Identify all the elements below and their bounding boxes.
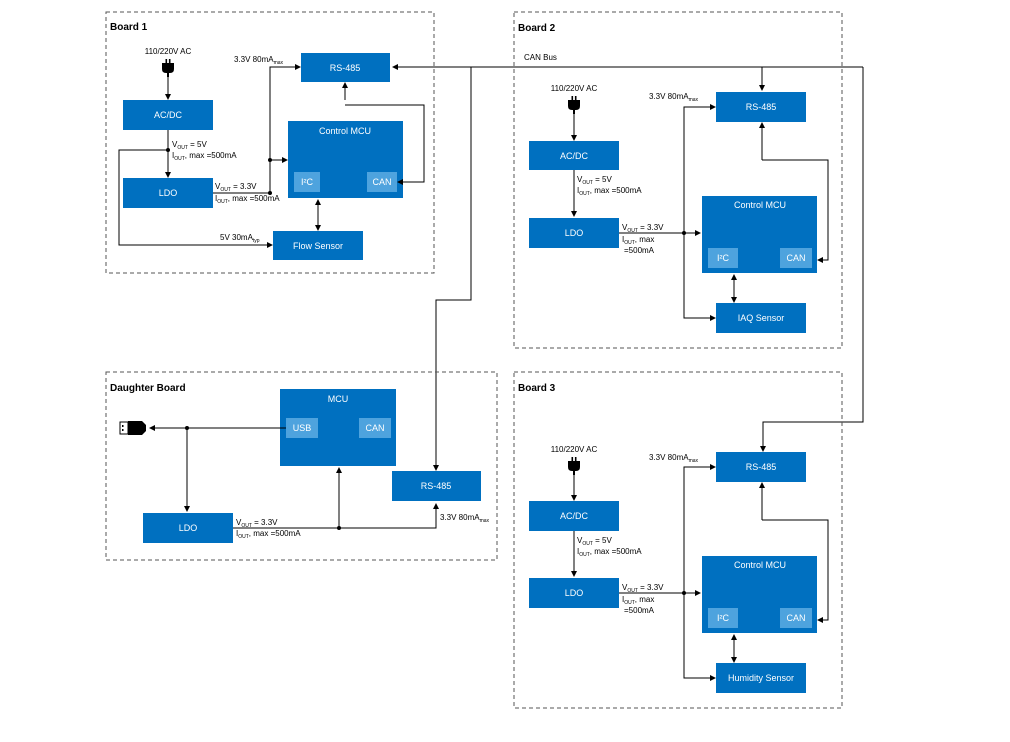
daughter-usb-label: USB <box>293 423 312 433</box>
can-bus-label: CAN Bus <box>524 53 557 62</box>
board-2-acdc-block <box>529 141 619 170</box>
daughter-ldo-label: LDO <box>179 523 198 533</box>
board-3-can-label: CAN <box>786 613 805 623</box>
daughter-board-title: Daughter Board <box>110 383 186 394</box>
board-1-ldo-block <box>123 178 213 208</box>
board-1-rs485-power: 3.3V 80mAmax <box>234 55 284 66</box>
board-2-vout33: VOUT = 3.3V <box>622 223 664 234</box>
board-1-sensor-power: 5V 30mAtyp <box>220 233 260 244</box>
power-plug-icon <box>568 457 580 475</box>
board-1-acdc-block <box>123 100 213 130</box>
board-1-vout5: VOUT = 5V <box>172 140 207 151</box>
board-2-iout5: IOUT, max =500mA <box>577 186 642 197</box>
daughter-board-border <box>105 371 498 561</box>
daughter-usb-port <box>286 418 318 438</box>
board-1-title: Board 1 <box>110 22 148 33</box>
board-1-mcu-label: Control MCU <box>319 126 371 136</box>
board-3-humidity-sensor-label: Humidity Sensor <box>728 673 794 683</box>
board-1-vout33: VOUT = 3.3V <box>215 182 257 193</box>
board-3-iout33: IOUT, max <box>622 595 654 606</box>
daughter-ldo-block <box>143 513 233 543</box>
board-3-i2c-label: I²C <box>717 613 729 623</box>
board-3-title: Board 3 <box>518 383 556 394</box>
daughter-can-port <box>359 418 391 438</box>
board-2: Board 2 110/220V AC AC/DC VOUT = 5V IOUT… <box>513 11 843 349</box>
board-3-can-port <box>780 608 812 628</box>
board-1-can-port <box>367 172 397 192</box>
board-1-iout33: IOUT, max =500mA <box>215 194 280 205</box>
board-2-i2c-label: I²C <box>717 253 729 263</box>
board-1-i2c-port <box>294 172 320 192</box>
board-1-flow-sensor-block <box>273 231 363 260</box>
board-2-iaq-sensor-label: IAQ Sensor <box>738 313 785 323</box>
board-3-rs485-power: 3.3V 80mAmax <box>649 453 699 464</box>
board-3: Board 3 110/220V AC AC/DC VOUT = 5V IOUT… <box>513 371 843 709</box>
board-1-flow-sensor-label: Flow Sensor <box>293 241 343 251</box>
can-bus-wiring: CAN Bus <box>392 53 864 471</box>
board-2-iout33: IOUT, max <box>622 235 654 246</box>
board-3-border <box>513 371 843 709</box>
usb-connector-icon <box>119 421 146 435</box>
board-2-border <box>513 11 843 349</box>
board-2-i2c-port <box>708 248 738 268</box>
board-1: Board 1 110/220V AC AC/DC VOUT = 5V IOUT… <box>105 11 435 274</box>
daughter-vout33: VOUT = 3.3V <box>236 518 278 529</box>
power-plug-icon <box>162 59 174 77</box>
board-3-iout33-cont: =500mA <box>624 606 655 615</box>
board-2-can-label: CAN <box>786 253 805 263</box>
daughter-rs485-block <box>392 471 481 501</box>
board-3-acdc-label: AC/DC <box>560 511 589 521</box>
board-1-rs485-block <box>301 53 390 82</box>
board-3-ac-label: 110/220V AC <box>551 445 598 454</box>
board-2-mcu-label: Control MCU <box>734 200 786 210</box>
daughter-rs485-power: 3.3V 80mAmax <box>440 513 490 524</box>
board-2-acdc-label: AC/DC <box>560 151 589 161</box>
board-2-can-port <box>780 248 812 268</box>
board-1-iout5: IOUT, max =500mA <box>172 151 237 162</box>
board-1-ac-label: 110/220V AC <box>145 47 192 56</box>
board-3-acdc-block <box>529 501 619 531</box>
board-3-iout5: IOUT, max =500mA <box>577 547 642 558</box>
daughter-board: Daughter Board MCU USB CAN LDO VOUT = 3.… <box>105 371 498 561</box>
daughter-can-label: CAN <box>365 423 384 433</box>
board-1-border <box>105 11 435 274</box>
board-2-ldo-label: LDO <box>565 228 584 238</box>
board-2-rs485-block <box>716 92 806 122</box>
board-3-humidity-sensor-block <box>716 663 806 693</box>
board-2-iout33-cont: =500mA <box>624 246 655 255</box>
board-3-vout5: VOUT = 5V <box>577 536 612 547</box>
board-1-i2c-label: I²C <box>301 177 313 187</box>
board-3-rs485-block <box>716 452 806 482</box>
daughter-mcu-label: MCU <box>328 394 349 404</box>
board-3-rs485-label: RS-485 <box>746 462 777 472</box>
board-2-ldo-block <box>529 218 619 248</box>
board-3-vout33: VOUT = 3.3V <box>622 583 664 594</box>
board-2-rs485-label: RS-485 <box>746 102 777 112</box>
board-3-mcu-label: Control MCU <box>734 560 786 570</box>
board-3-ldo-block <box>529 578 619 608</box>
board-1-rs485-label: RS-485 <box>330 63 361 73</box>
daughter-iout33: IOUT, max =500mA <box>236 529 301 540</box>
daughter-rs485-label: RS-485 <box>421 481 452 491</box>
board-3-ldo-label: LDO <box>565 588 584 598</box>
board-2-iaq-sensor-block <box>716 303 806 333</box>
board-1-ldo-label: LDO <box>159 188 178 198</box>
board-2-vout5: VOUT = 5V <box>577 175 612 186</box>
board-3-i2c-port <box>708 608 738 628</box>
power-plug-icon <box>568 96 580 114</box>
board-1-acdc-label: AC/DC <box>154 110 183 120</box>
board-2-rs485-power: 3.3V 80mAmax <box>649 92 699 103</box>
board-1-can-label: CAN <box>372 177 391 187</box>
board-2-title: Board 2 <box>518 23 556 34</box>
board-2-ac-label: 110/220V AC <box>551 84 598 93</box>
